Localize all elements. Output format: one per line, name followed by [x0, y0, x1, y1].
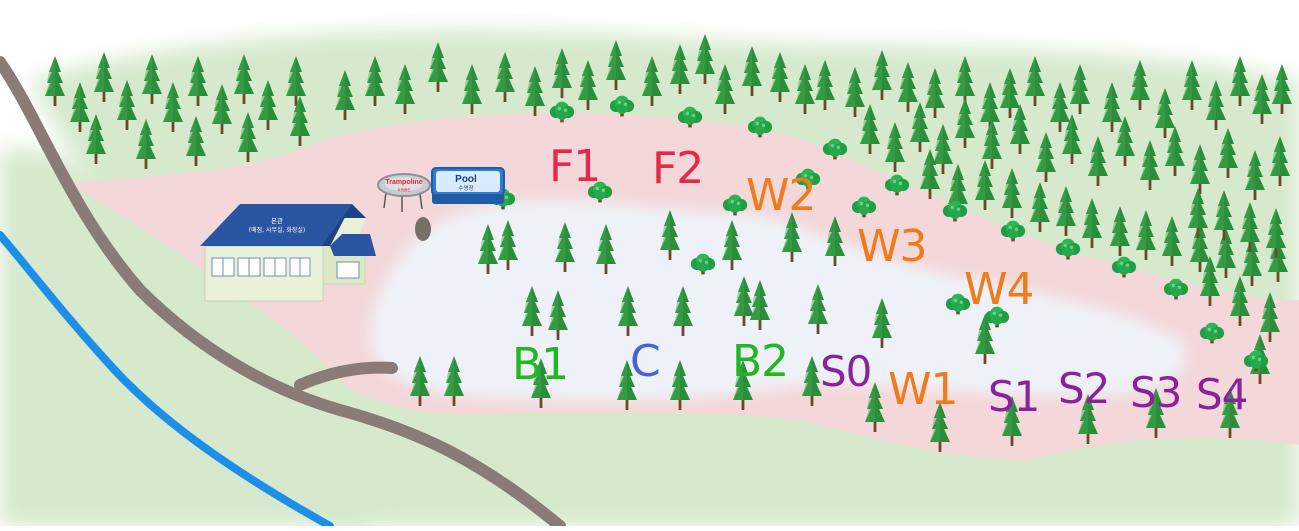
trampoline[interactable]: Trampoline 트램폴린	[377, 173, 431, 212]
road	[0, 56, 566, 531]
site-label-W1[interactable]: W1	[888, 364, 958, 415]
main-building[interactable]: 본관 (매점, 사무실, 화장실)	[200, 204, 376, 302]
site-label-F2[interactable]: F2	[652, 143, 704, 194]
main-building-subtitle: (매점, 사무실, 화장실)	[249, 226, 305, 234]
site-label-F1[interactable]: F1	[549, 141, 601, 192]
site-label-W4[interactable]: W4	[964, 264, 1034, 315]
stone	[415, 217, 431, 241]
site-label-B1[interactable]: B1	[512, 339, 569, 390]
site-label-B2[interactable]: B2	[732, 336, 789, 387]
pool-subtitle: 수영장	[458, 184, 473, 192]
trampoline-label: Trampoline	[385, 179, 422, 186]
site-label-S2[interactable]: S2	[1058, 364, 1110, 413]
site-label-S1[interactable]: S1	[988, 372, 1040, 421]
building-roof	[200, 204, 352, 246]
site-label-W3[interactable]: W3	[857, 221, 927, 272]
pool-title: Pool	[455, 174, 477, 185]
river	[0, 231, 334, 530]
pool[interactable]: Pool 수영장	[431, 167, 505, 204]
site-label-W2[interactable]: W2	[746, 170, 816, 221]
site-label-S3[interactable]: S3	[1130, 368, 1182, 417]
main-building-title: 본관	[271, 216, 283, 225]
site-label-C[interactable]: C	[630, 336, 661, 387]
trampoline-sublabel: 트램폴린	[398, 187, 411, 192]
site-label-S0[interactable]: S0	[820, 347, 872, 396]
site-label-S4[interactable]: S4	[1196, 370, 1248, 419]
